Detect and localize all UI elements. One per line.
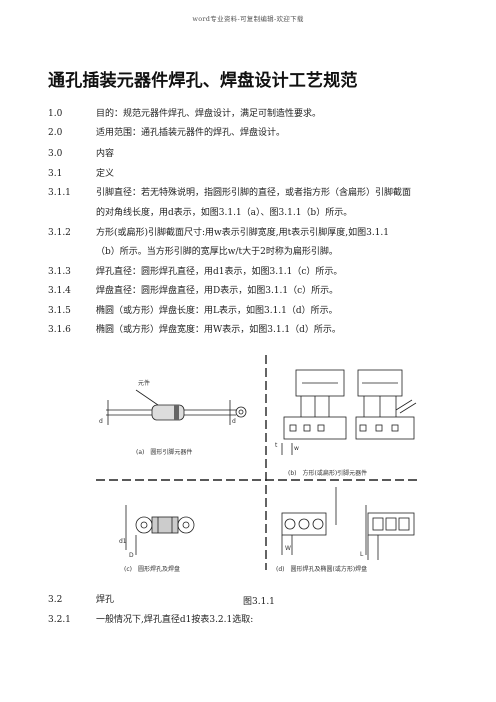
section-3-1-2-continuation: （b）所示。当方形引脚的宽厚比w/t大于2时称为扁形引脚。 [96,247,338,257]
diagram-round-lead-component [106,389,247,425]
section-number: 3.0 [48,149,63,159]
document-title: 通孔插装元器件焊孔、焊盘设计工艺规范 [48,71,358,91]
section-number: 3.2.1 [48,615,71,625]
section-text: 焊盘直径：圆形焊盘直径，用D表示，如图3.1.1（c）所示。 [96,286,339,296]
section-number: 2.0 [48,128,63,138]
dim-label-D: D [129,552,134,559]
section-text: 定义 [96,169,115,179]
technical-drawing [96,355,421,570]
section-3-1-1-continuation: 的对角线长度，用d表示，如图3.1.1（a）、图3.1.1（b）所示。 [96,208,353,218]
caption-c: (c) 圆形焊孔及焊盘 [124,566,180,573]
section-number: 1.0 [48,109,63,119]
figure-3-1-1: 元件 d d t w d1 D W L (a) 圆形引脚元器件 (b) 方形(或… [96,355,426,575]
section-number: 3.1.1 [48,188,71,198]
section-text: 适用范围：通孔插装元器件的焊孔、焊盘设计。 [96,128,286,138]
section-text: 椭圆（或方形）焊盘长度：用L表示，如图3.1.1（d）所示。 [96,306,338,316]
section-text: 焊孔直径：圆形焊孔直径，用d1表示，如图3.1.1（c）所示。 [96,267,343,277]
section-number: 3.1.3 [48,267,71,277]
section-text: 引脚直径：若无特殊说明，指圆形引脚的直径，或者指方形（含扁形）引脚截面 [96,188,412,198]
section-number: 3.1.5 [48,306,71,316]
section-text: 焊孔 [96,595,115,605]
figure-caption: 图3.1.1 [243,597,275,607]
section-text: 内容 [96,149,115,159]
diagram-round-hole-pad [125,505,195,555]
section-text: 目的：规范元器件焊孔、焊盘设计，满足可制造性要求。 [96,109,322,119]
dim-label-W: W [285,545,291,552]
dim-label-d-right: d [232,418,236,425]
caption-a: (a) 圆形引脚元器件 [136,449,193,456]
diagram-oval-square-pad [281,487,415,560]
page-header: word专业资料-可复制编辑-欢迎下载 [192,15,304,23]
section-text: 椭圆（或方形）焊盘宽度：用W表示，如图3.1.1（d）所示。 [96,325,341,335]
section-number: 3.1 [48,169,63,179]
section-number: 3.1.4 [48,286,71,296]
section-number: 3.1.6 [48,325,71,335]
section-text: 方形(或扁形)引脚截面尺寸:用w表示引脚宽度,用t表示引脚厚度,如图3.1.1 [96,228,389,238]
dim-label-t: t [275,442,278,449]
dim-label-d1: d1 [119,538,127,545]
diagram-square-lead-component [281,369,417,455]
caption-b: (b) 方形(或扁形)引脚元器件 [288,470,368,477]
component-label: 元件 [138,380,151,387]
dim-label-L: L [360,551,364,558]
section-number: 3.2 [48,595,63,605]
section-number: 3.1.2 [48,228,71,238]
dim-label-d-left: d [99,418,103,425]
section-text: 一般情况下,焊孔直径d1按表3.2.1选取: [96,615,254,625]
caption-d: (d) 圆形焊孔及椭圆(或方形)焊盘 [276,566,368,573]
dim-label-w: w [294,445,299,452]
